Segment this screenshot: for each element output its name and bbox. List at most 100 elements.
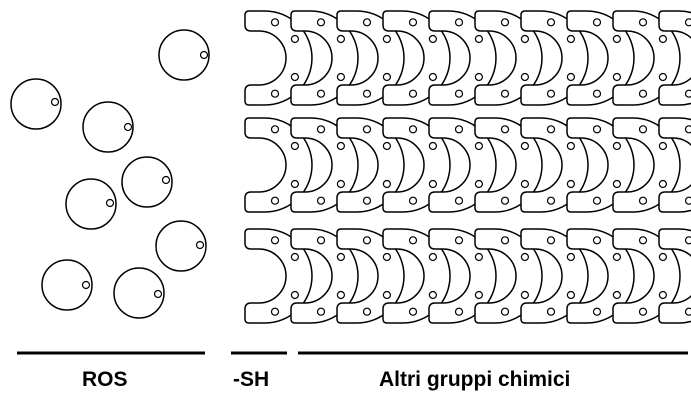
ros-label: ROS — [82, 368, 128, 391]
crescent-dot — [592, 18, 602, 27]
crescent-molecule — [612, 228, 681, 324]
crescent-dot — [336, 141, 345, 151]
ros-circle — [65, 178, 117, 230]
crescent-molecule — [428, 228, 497, 324]
ros-molecule — [41, 259, 93, 311]
crescent-shape — [566, 117, 635, 213]
crescent-dot — [290, 34, 299, 44]
crescent-dot — [428, 252, 437, 262]
crescent-molecule — [244, 10, 313, 106]
crescent-dot — [270, 236, 280, 245]
crescent-dot — [454, 125, 464, 134]
crescent-shape — [612, 228, 681, 324]
crescent-molecule — [428, 117, 497, 213]
crescent-shape — [290, 117, 359, 213]
crescent-shape — [382, 228, 451, 324]
crescent-dot — [290, 290, 299, 300]
crescent-shape — [382, 10, 451, 106]
ros-circle — [121, 156, 173, 208]
ros-dot — [195, 240, 205, 250]
crescent-molecule — [566, 228, 635, 324]
crescent-shape — [336, 10, 405, 106]
crescent-dot — [382, 34, 391, 44]
crescent-shape — [474, 228, 543, 324]
crescent-dot — [382, 141, 391, 151]
crescent-dot — [566, 290, 576, 300]
crescent-dot — [684, 307, 691, 316]
crescent-dot — [382, 290, 391, 300]
crescent-dot — [638, 89, 648, 98]
crescent-dot — [612, 72, 622, 82]
crescent-dot — [546, 307, 556, 316]
crescent-dot — [336, 34, 345, 44]
crescent-shape — [474, 10, 543, 106]
crescent-dot — [362, 236, 372, 245]
crescent-dot — [270, 196, 280, 205]
crescent-molecule — [290, 117, 359, 213]
crescent-molecule — [566, 117, 635, 213]
crescent-dot — [454, 89, 464, 98]
crescent-dot — [408, 18, 418, 27]
crescent-dot — [684, 196, 691, 205]
crescent-dot — [546, 18, 556, 27]
ros-circle — [10, 78, 62, 130]
crescent-shape — [520, 10, 589, 106]
crescent-dot — [454, 307, 464, 316]
crescent-dot — [362, 125, 372, 134]
crescent-dot — [290, 72, 299, 82]
crescent-dot — [454, 18, 464, 27]
crescent-dot — [658, 290, 668, 300]
crescent-dot — [546, 196, 556, 205]
crescent-dot — [612, 141, 622, 151]
crescent-dot — [520, 179, 530, 189]
crescent-molecule — [566, 10, 635, 106]
crescent-dot — [658, 34, 668, 44]
crescent-shape — [244, 10, 313, 106]
crescent-molecule — [474, 117, 543, 213]
crescent-molecule — [244, 117, 313, 213]
crescent-molecule — [428, 10, 497, 106]
crescent-dot — [612, 34, 622, 44]
crescent-dot — [316, 196, 326, 205]
crescent-molecule — [382, 228, 451, 324]
crescent-molecule — [474, 10, 543, 106]
crescent-dot — [592, 89, 602, 98]
crescent-dot — [428, 179, 437, 189]
crescent-dot — [428, 72, 437, 82]
crescent-dot — [638, 125, 648, 134]
crescent-molecule — [336, 10, 405, 106]
crescent-dot — [454, 236, 464, 245]
crescent-dot — [566, 141, 576, 151]
ros-molecule — [113, 267, 165, 319]
crescent-dot — [336, 252, 345, 262]
crescent-shape — [474, 117, 543, 213]
crescent-dot — [316, 125, 326, 134]
crescent-dot — [520, 252, 530, 262]
crescent-molecule — [290, 10, 359, 106]
ros-circle — [155, 220, 207, 272]
crescent-dot — [684, 89, 691, 98]
ros-circles — [10, 29, 210, 319]
ros-dot — [199, 50, 209, 60]
crescent-molecule — [290, 228, 359, 324]
ros-dot — [105, 198, 115, 208]
crescent-dot — [382, 179, 391, 189]
crescent-dot — [316, 307, 326, 316]
crescent-dot — [520, 141, 530, 151]
crescent-dot — [270, 125, 280, 134]
crescent-dot — [638, 307, 648, 316]
crescent-molecule — [658, 10, 691, 106]
crescent-molecule — [658, 228, 691, 324]
crescent-shape — [520, 117, 589, 213]
crescent-dot — [500, 89, 510, 98]
ros-circle — [158, 29, 210, 81]
crescent-dot — [408, 196, 418, 205]
crescent-dot — [474, 252, 483, 262]
crescent-dot — [658, 252, 668, 262]
crescent-shape — [612, 10, 681, 106]
crescent-dot — [500, 307, 510, 316]
sh-label: -SH — [233, 368, 270, 391]
crescent-dot — [270, 18, 280, 27]
crescent-shape — [382, 117, 451, 213]
